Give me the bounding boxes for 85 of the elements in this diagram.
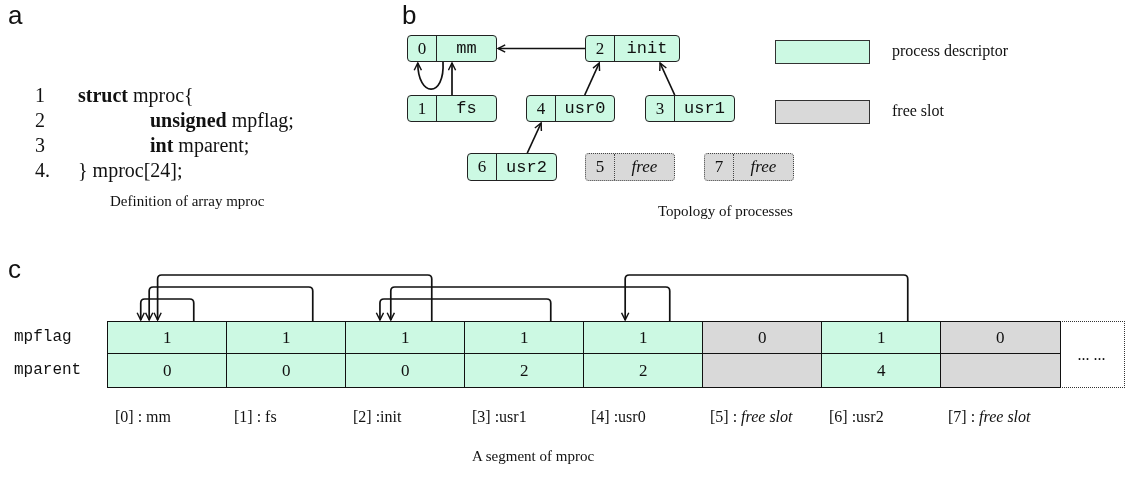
arrow <box>526 122 543 154</box>
array-cell: 0 <box>345 353 466 388</box>
index-label: [1] : fs <box>234 408 278 426</box>
process-name: usr1 <box>683 98 726 120</box>
code-line: } mproc[24]; <box>78 159 183 182</box>
arrow <box>136 298 195 322</box>
code-line: struct mproc{ <box>78 84 194 107</box>
row-label: mparent <box>14 361 82 379</box>
arrow <box>447 62 457 96</box>
arrow <box>386 286 671 322</box>
free-label: free <box>630 156 659 178</box>
process-box <box>407 35 497 62</box>
arrow <box>659 62 676 96</box>
array-cell: 0 <box>107 353 228 388</box>
process-name: mm <box>455 38 478 60</box>
process-box <box>585 35 680 62</box>
index-label: [3] :usr1 <box>472 408 528 426</box>
index-label: [0] : mm <box>115 408 172 426</box>
process-name: usr2 <box>505 156 548 179</box>
arrow <box>497 44 586 53</box>
arrow <box>375 298 552 322</box>
slot-number: 0 <box>408 36 437 61</box>
array-column <box>702 321 823 388</box>
arrow <box>153 274 433 322</box>
process-box <box>407 95 497 122</box>
process-box <box>526 95 615 122</box>
process-box <box>467 153 557 181</box>
panel-letter: b <box>402 0 417 31</box>
index-label: [5] : free slot <box>710 408 794 426</box>
line-number: 4. <box>35 159 50 182</box>
slot-number: 6 <box>468 154 497 180</box>
array-cell: 0 <box>940 321 1061 355</box>
continuation-box: ... ... <box>1059 321 1125 388</box>
arrow <box>144 286 314 322</box>
slot-number: 7 <box>705 154 734 180</box>
array-cell: 4 <box>821 353 942 388</box>
array-cell: 0 <box>702 321 823 355</box>
row-label: mpflag <box>14 328 72 346</box>
legend-label: free slot <box>892 102 944 120</box>
line-number: 2 <box>35 109 45 132</box>
caption: Topology of processes <box>658 203 793 220</box>
array-cell: 2 <box>583 353 704 388</box>
arrow <box>583 62 601 96</box>
array-column <box>821 321 942 388</box>
process-name: init <box>625 38 669 60</box>
array-cell: 1 <box>464 321 585 355</box>
caption: Definition of array mproc <box>110 193 265 210</box>
arrow <box>413 61 444 90</box>
free-label: free <box>749 156 778 178</box>
process-name: fs <box>455 98 478 120</box>
free-slot-box <box>585 153 675 181</box>
array-cell: 1 <box>345 321 466 355</box>
free-slot-box <box>704 153 794 181</box>
array-cell: 1 <box>107 321 228 355</box>
line-number: 3 <box>35 134 45 157</box>
array-column <box>464 321 585 388</box>
process-box <box>645 95 735 122</box>
panel-letter: a <box>8 0 23 31</box>
array-column <box>345 321 466 388</box>
code-line: unsigned mpflag; <box>150 109 294 132</box>
array-column <box>226 321 347 388</box>
slot-number: 1 <box>408 96 437 121</box>
slot-number: 2 <box>586 36 615 61</box>
index-label: [6] :usr2 <box>829 408 885 426</box>
slot-number: 4 <box>527 96 556 121</box>
array-cell: 2 <box>464 353 585 388</box>
slot-number: 5 <box>586 154 615 180</box>
index-label: [7] : free slot <box>948 408 1032 426</box>
array-cell: 0 <box>226 353 347 388</box>
arrow <box>620 274 909 322</box>
code-line: int mparent; <box>150 134 250 157</box>
index-label: [2] :init <box>353 408 403 426</box>
array-column <box>583 321 704 388</box>
array-column <box>107 321 228 388</box>
caption: A segment of mproc <box>472 448 595 465</box>
legend-label: process descriptor <box>892 42 1008 60</box>
panel-letter: c <box>8 254 21 285</box>
array-cell: 1 <box>821 321 942 355</box>
line-number: 1 <box>35 84 45 107</box>
array-column <box>940 321 1061 388</box>
slot-number: 3 <box>646 96 675 121</box>
array-cell: 1 <box>583 321 704 355</box>
array-cell: 1 <box>226 321 347 355</box>
process-name: usr0 <box>563 98 607 120</box>
index-label: [4] :usr0 <box>591 408 647 426</box>
